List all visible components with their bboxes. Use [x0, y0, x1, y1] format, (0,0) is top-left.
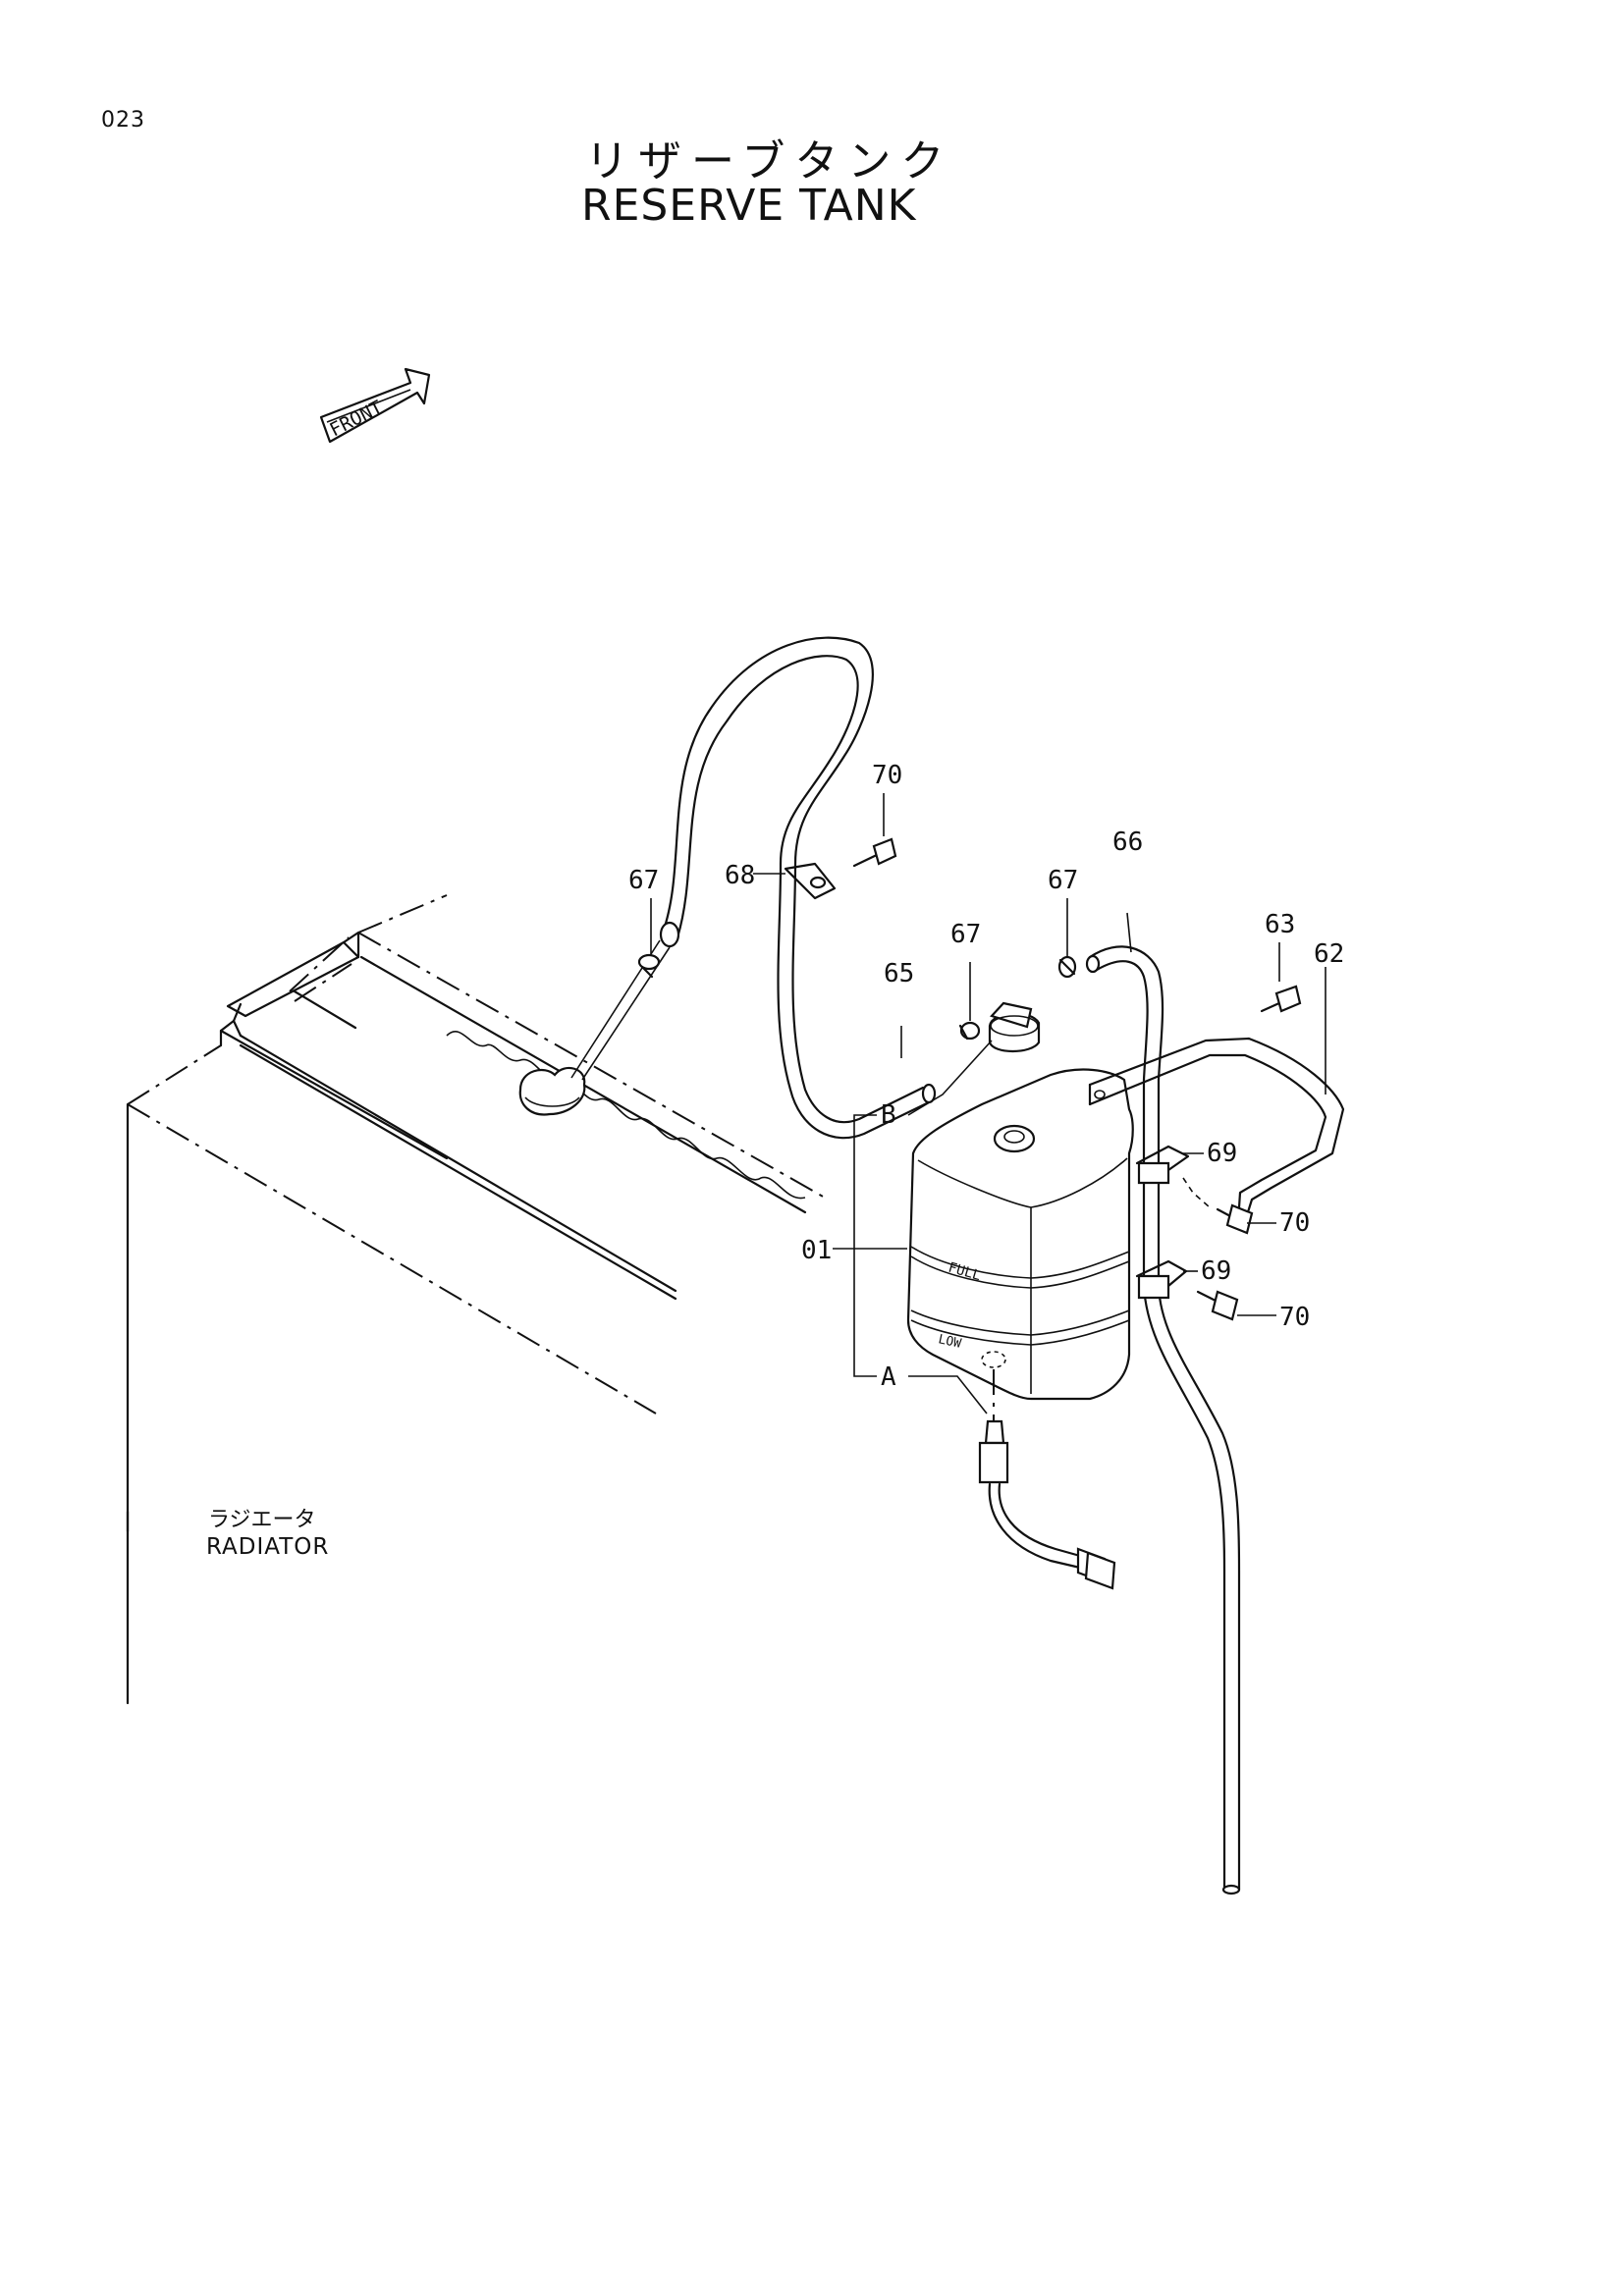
- callout-69: 69: [1207, 1139, 1237, 1168]
- radiator-label-japanese: ラジエータ: [208, 1508, 316, 1532]
- callout-62: 62: [1314, 939, 1344, 969]
- callout-01: 01: [801, 1236, 832, 1265]
- callout-63: 63: [1265, 910, 1295, 939]
- hose-clip-69b: [1135, 1259, 1188, 1300]
- tank-bracket-62: [1088, 1037, 1345, 1217]
- callout-66: 66: [1112, 828, 1143, 857]
- tank-cap: [988, 1001, 1041, 1052]
- bolt-70-middle: [1182, 1177, 1254, 1235]
- hose-clip-68: [784, 862, 837, 900]
- bolt-70-upper: [852, 837, 897, 868]
- bolt-70-lower: [1196, 1290, 1239, 1321]
- radiator-cap: [518, 1066, 586, 1116]
- page-number: 023: [101, 108, 145, 133]
- bolt-63: [1260, 985, 1302, 1013]
- hose-clip-69a: [1135, 1145, 1190, 1185]
- overflow-hose-upper: [570, 636, 937, 1140]
- reserve-tank: FULL LOW: [906, 1068, 1134, 1401]
- callout-labels: 67 68 70 67 65 67 66 63 62 69 70 69 70 0…: [628, 761, 1344, 1392]
- hose-clamp-67b: [958, 1021, 981, 1041]
- leader-lines: [650, 793, 1326, 1415]
- title-japanese: リザーブタンク: [585, 136, 954, 187]
- radiator-body: [126, 894, 826, 1705]
- callout-70: 70: [1279, 1208, 1310, 1238]
- title-english: RESERVE TANK: [581, 181, 917, 231]
- low-marking: LOW: [937, 1332, 962, 1352]
- callout-70: 70: [872, 761, 902, 790]
- hose-clamp-67a: [637, 953, 661, 979]
- callout-69: 69: [1201, 1256, 1231, 1286]
- callout-a: A: [881, 1362, 896, 1392]
- callout-70: 70: [1279, 1303, 1310, 1332]
- callout-67: 67: [628, 866, 659, 895]
- front-arrow-icon: FRONT: [319, 367, 431, 444]
- callout-65: 65: [884, 959, 914, 988]
- callout-68: 68: [725, 861, 755, 890]
- callout-67: 67: [950, 920, 981, 949]
- level-sensor: [978, 1369, 1116, 1590]
- hose-clamp-67c: [1057, 955, 1077, 979]
- radiator-label-english: RADIATOR: [206, 1534, 330, 1560]
- callout-b: B: [881, 1100, 896, 1130]
- callout-67: 67: [1048, 866, 1078, 895]
